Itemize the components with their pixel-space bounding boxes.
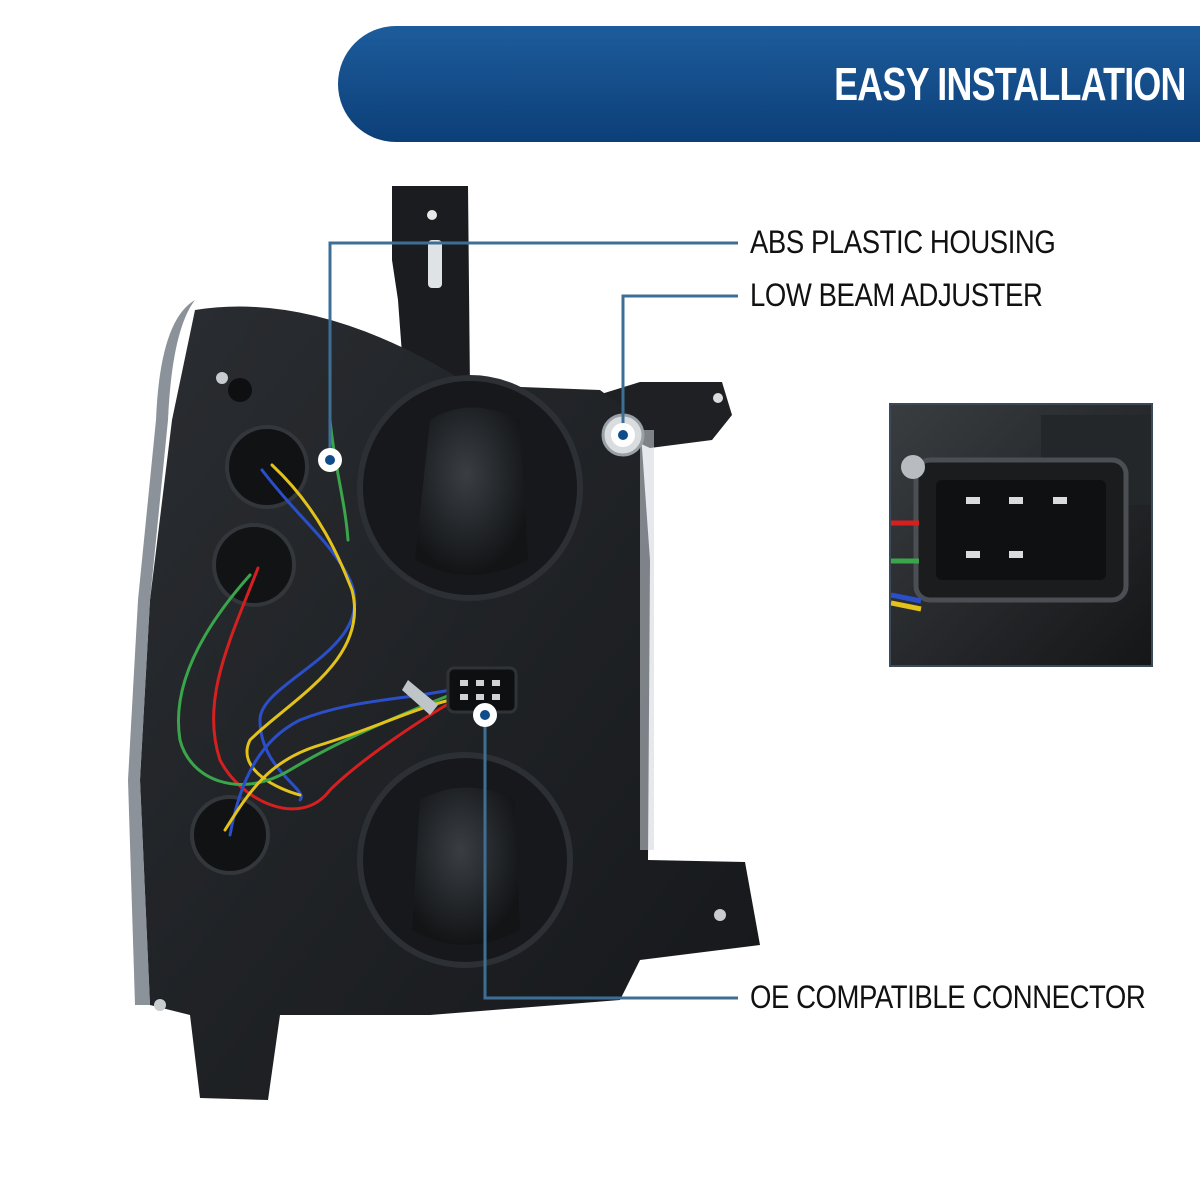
inset-ground-screw xyxy=(901,455,925,479)
callout-label-connector: OE COMPATIBLE CONNECTOR xyxy=(750,979,1146,1015)
callout-dot-icon xyxy=(325,455,335,465)
callout-label-housing: ABS PLASTIC HOUSING xyxy=(750,224,1056,260)
callout-line-housing xyxy=(328,241,738,455)
connector-pins xyxy=(460,680,500,700)
bulb-socket-middle xyxy=(212,523,296,607)
callout-line-adjuster xyxy=(621,294,738,435)
bracket-hole xyxy=(427,210,437,220)
inset-connector-face xyxy=(936,480,1106,580)
wire-yellow xyxy=(245,463,356,797)
wire-green-2 xyxy=(328,418,350,542)
top-mount-bracket xyxy=(392,186,470,395)
header-banner: EASY INSTALLATION xyxy=(338,26,1200,142)
banner-background xyxy=(338,26,1200,142)
wire-yellow-2 xyxy=(223,698,452,832)
callout-dot-icon xyxy=(480,710,490,720)
bulb-socket-top xyxy=(225,425,309,509)
callout-line-connector xyxy=(483,715,738,1000)
high-beam-cap xyxy=(412,787,520,945)
inset-connector-pins xyxy=(966,497,1067,558)
wiring-harness xyxy=(177,418,457,837)
low-beam-cap xyxy=(415,407,528,575)
connector-closeup-inset xyxy=(889,403,1153,667)
lens-edge xyxy=(128,300,195,1005)
callout-label-adjuster: LOW BEAM ADJUSTER xyxy=(750,277,1043,313)
housing-screws xyxy=(154,372,726,1011)
callout-dots xyxy=(318,423,635,727)
ground-tab xyxy=(402,680,438,715)
callout-dot-icon xyxy=(618,430,628,440)
vent-plug xyxy=(228,378,252,402)
callout-lines xyxy=(328,241,738,1000)
connector-closeup-image xyxy=(891,405,1151,665)
banner-title: EASY INSTALLATION xyxy=(834,58,1186,110)
tab-hole xyxy=(713,393,723,403)
wire-red xyxy=(212,566,457,811)
bracket-slot xyxy=(428,240,442,288)
wire-blue-2 xyxy=(228,688,452,837)
inset-wires xyxy=(891,520,922,612)
right-lens-edge xyxy=(640,430,654,850)
